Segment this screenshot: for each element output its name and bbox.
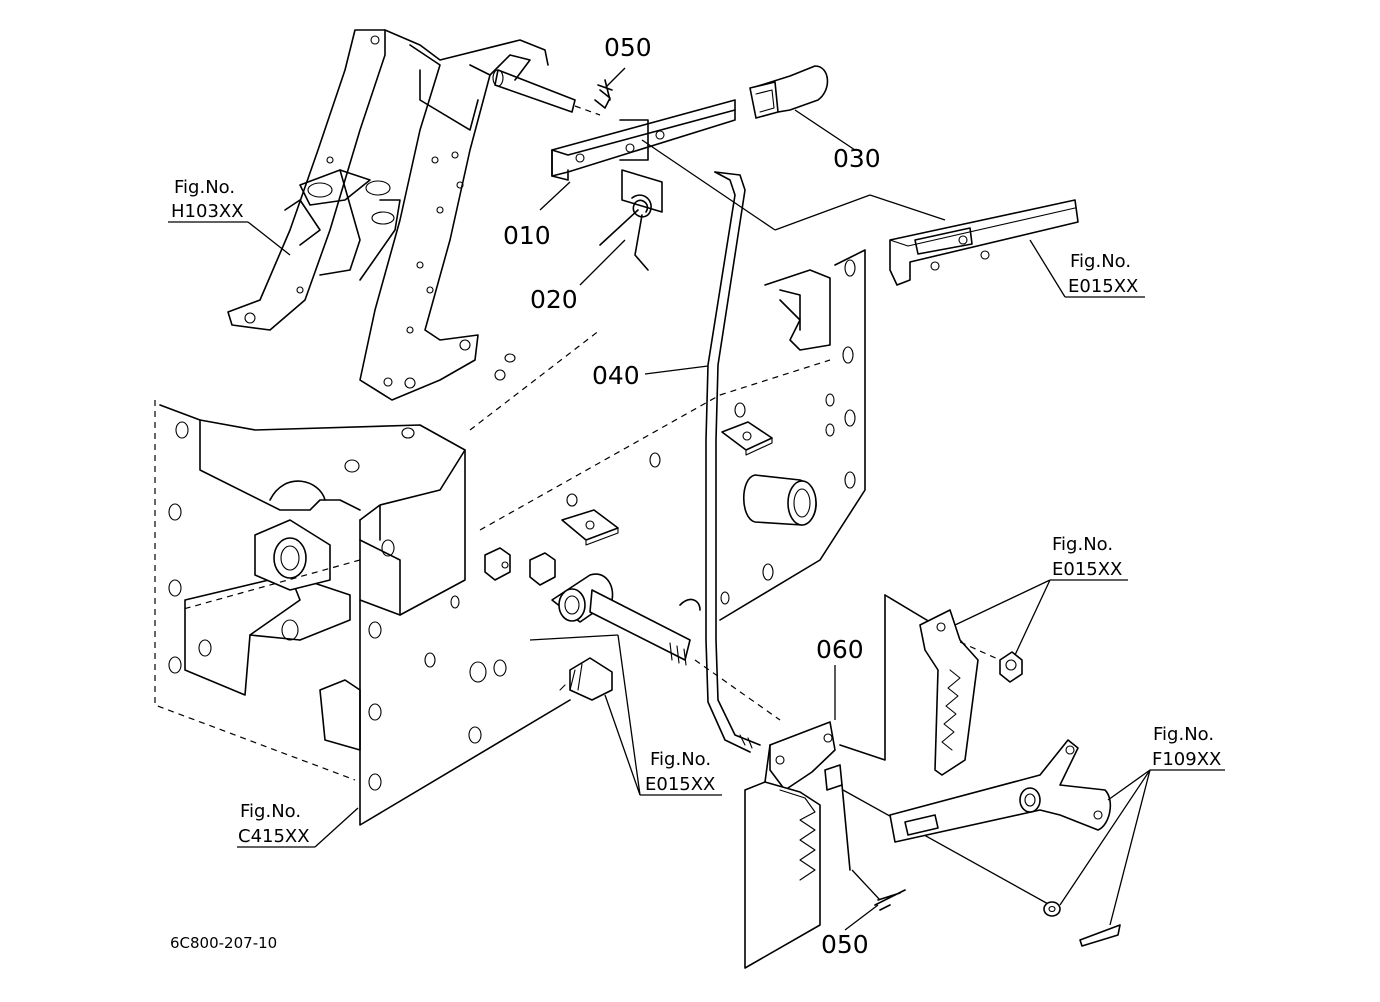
spring-020 bbox=[599, 169, 663, 271]
left-frame bbox=[154, 353, 721, 826]
upper-bracket-assembly bbox=[227, 29, 601, 401]
link-plate bbox=[889, 739, 1121, 947]
plate-060 bbox=[744, 721, 1051, 969]
ratchet-plate bbox=[839, 594, 1023, 776]
part-label-040: 040 bbox=[592, 361, 640, 390]
figref-h103-code: H103XX bbox=[171, 201, 244, 222]
figref-h103-label: Fig.No. bbox=[174, 177, 235, 198]
leader-lines bbox=[168, 67, 1225, 931]
figref-e015-top-label: Fig.No. bbox=[1070, 251, 1131, 272]
pivot-pin bbox=[484, 509, 781, 721]
figref-e015-bot-code: E015XX bbox=[645, 774, 715, 795]
part-label-050-top: 050 bbox=[604, 33, 652, 62]
rod-040 bbox=[705, 171, 761, 753]
figref-e015-mid-code: E015XX bbox=[1052, 559, 1122, 580]
figref-f109-label: Fig.No. bbox=[1153, 724, 1214, 745]
part-label-050-bottom: 050 bbox=[821, 930, 869, 959]
figure-refs: Fig.No. H103XX Fig.No. E015XX Fig.No. E0… bbox=[171, 177, 1221, 847]
part-label-020: 020 bbox=[530, 285, 578, 314]
lever-010 bbox=[551, 99, 736, 181]
grip-030 bbox=[749, 65, 829, 119]
figref-e015-top-code: E015XX bbox=[1068, 276, 1138, 297]
part-label-010: 010 bbox=[503, 221, 551, 250]
figref-f109-code: F109XX bbox=[1152, 749, 1221, 770]
figref-e015-mid-label: Fig.No. bbox=[1052, 534, 1113, 555]
drawing-code: 6C800-207-10 bbox=[170, 934, 277, 952]
main-plate bbox=[469, 249, 866, 621]
figref-c415-label: Fig.No. bbox=[240, 801, 301, 822]
clip-050-bottom bbox=[851, 869, 906, 911]
part-label-030: 030 bbox=[833, 144, 881, 173]
figref-e015-bot-label: Fig.No. bbox=[650, 749, 711, 770]
figref-c415-code: C415XX bbox=[238, 826, 310, 847]
part-label-060: 060 bbox=[816, 635, 864, 664]
part-labels: 050 010 020 030 040 060 050 bbox=[503, 33, 881, 959]
